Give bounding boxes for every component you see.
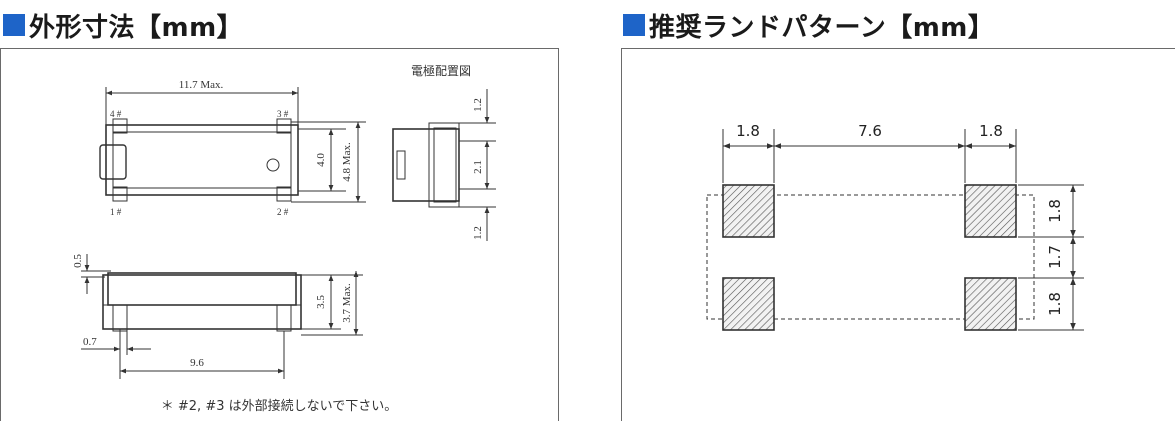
blue-square-icon	[623, 14, 645, 36]
side-view-lead-inner	[433, 127, 457, 203]
front-view-lead-left	[112, 304, 128, 332]
dim-top-width: 11.7 Max.	[179, 79, 224, 91]
front-view-lead-right	[276, 304, 292, 332]
top-view-body	[105, 124, 299, 196]
pin4-pad	[112, 118, 128, 134]
component-outline	[706, 194, 1035, 320]
land-pad-top-left	[722, 184, 775, 238]
top-view-inner	[112, 131, 292, 189]
outline-drawing-panel: 電極配置図 11.7 Max. 4 # 3 # 1 # 2 # 4.0 4.8 …	[0, 48, 559, 421]
dim-side-middle: 2.1	[472, 160, 484, 174]
dim-front-height: 3.5	[315, 295, 327, 309]
pin1-notch	[99, 144, 127, 180]
pin4-label: 4 #	[110, 109, 122, 119]
dim-body-height: 4.0	[315, 153, 327, 167]
land-pad-bottom-right	[964, 277, 1017, 331]
side-view-lead	[428, 122, 460, 208]
dim-front-height-max: 3.7 Max.	[341, 283, 353, 323]
dim-side-top: 1.2	[472, 98, 484, 112]
pin1-label: 1 #	[110, 207, 122, 217]
side-view-notch	[396, 150, 406, 180]
land-pad-top-right	[964, 184, 1017, 238]
dim-lead-width: 0.7	[83, 336, 97, 348]
connection-note: ＊ #2, #3 は外部接続しないで下さい。	[161, 398, 397, 414]
dim-pad-width-left: 1.8	[736, 122, 760, 140]
dim-body-height-max: 4.8 Max.	[341, 142, 353, 182]
dim-pad-gap: 1.7	[1046, 245, 1064, 269]
pin2-label: 2 #	[277, 207, 289, 217]
dim-lead-pitch: 9.6	[190, 357, 204, 369]
pin-mark-circle	[266, 158, 280, 172]
outline-dimensions-title: 外形寸法【mm】	[29, 12, 244, 43]
blue-square-icon	[3, 14, 25, 36]
dim-pad-spacing: 7.6	[858, 122, 882, 140]
pin1-pad	[112, 186, 128, 202]
electrode-layout-label: 電極配置図	[411, 63, 471, 78]
land-pattern-title: 推奨ランドパターン【mm】	[649, 12, 995, 43]
dim-pad-height-top: 1.8	[1046, 199, 1064, 223]
dim-pad-height-bottom: 1.8	[1046, 292, 1064, 316]
pin2-pad	[276, 186, 292, 202]
pin3-pad	[276, 118, 292, 134]
dim-front-top: 0.5	[72, 254, 84, 268]
outline-dimensions-heading: 外形寸法【mm】	[3, 8, 244, 43]
land-pattern-drawing: 1.8 7.6 1.8 1.8 1.7 1.8	[706, 122, 1084, 331]
side-view-body	[392, 128, 460, 202]
land-pattern-heading: 推奨ランドパターン【mm】	[623, 8, 995, 43]
front-view-body	[102, 274, 302, 330]
outline-drawing: 電極配置図 11.7 Max. 4 # 3 # 1 # 2 # 4.0 4.8 …	[72, 63, 496, 414]
land-pattern-panel: 1.8 7.6 1.8 1.8 1.7 1.8	[621, 48, 1175, 421]
front-view-top	[107, 272, 297, 306]
dim-pad-width-right: 1.8	[979, 122, 1003, 140]
land-pad-bottom-left	[722, 277, 775, 331]
pin3-label: 3 #	[277, 109, 289, 119]
dim-side-bottom: 1.2	[472, 226, 484, 240]
